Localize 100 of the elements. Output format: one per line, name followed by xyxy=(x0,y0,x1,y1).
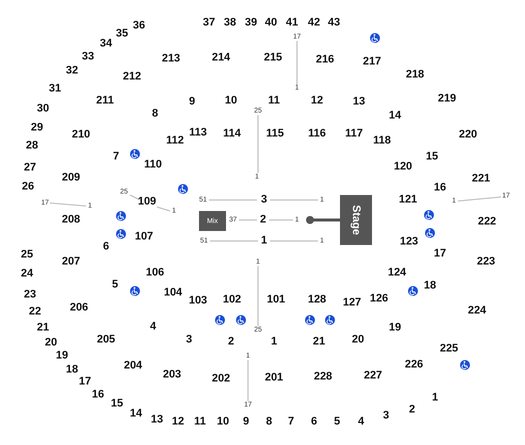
section-number: 35 xyxy=(116,28,128,40)
section-number: 43 xyxy=(328,18,340,28)
section-number: 9 xyxy=(188,96,196,108)
section-number: 19 xyxy=(388,322,402,334)
section-number: 113 xyxy=(189,128,207,138)
section-number: 20 xyxy=(44,338,58,348)
section-number: 39 xyxy=(244,18,258,28)
section-number: 14 xyxy=(130,408,142,420)
section-number: 5 xyxy=(112,280,118,290)
section-number: 17 xyxy=(78,376,92,388)
section-number: 30 xyxy=(36,104,50,114)
section-number: 12 xyxy=(172,416,184,428)
section-number: 124 xyxy=(388,268,406,278)
section-number: 211 xyxy=(96,96,114,106)
section-number: 31 xyxy=(48,84,62,94)
section-number: 11 xyxy=(268,96,280,106)
section-number: 29 xyxy=(30,122,44,134)
section-number: 220 xyxy=(458,130,478,140)
section-number: 228 xyxy=(314,372,332,382)
section-number: 22 xyxy=(28,306,42,318)
section-number: 102 xyxy=(222,294,242,306)
section-number: 6 xyxy=(310,416,318,428)
section-number: 226 xyxy=(404,360,424,370)
section-number: 107 xyxy=(134,232,154,242)
section-number: 123 xyxy=(400,236,418,248)
section-number: 3 xyxy=(260,194,268,206)
section-number: 215 xyxy=(264,52,282,64)
section-number: 18 xyxy=(66,364,78,376)
section-number: 118 xyxy=(373,136,391,146)
section-number: 128 xyxy=(308,294,326,306)
section-number: 1 xyxy=(270,336,278,348)
section-number: 2 xyxy=(408,404,416,416)
section-number: 27 xyxy=(24,162,36,174)
section-number: 10 xyxy=(224,96,238,106)
section-number: 38 xyxy=(224,18,236,28)
section-number: 219 xyxy=(438,94,456,104)
section-number: 101 xyxy=(266,294,286,306)
section-number: 3 xyxy=(186,334,192,346)
section-number: 42 xyxy=(308,18,320,28)
section-number: 121 xyxy=(398,194,418,206)
section-number: 6 xyxy=(102,242,110,252)
section-number: 224 xyxy=(468,306,486,316)
section-number: 212 xyxy=(122,72,142,82)
section-number: 19 xyxy=(56,350,68,362)
section-number: 24 xyxy=(20,268,34,280)
section-number: 209 xyxy=(62,172,80,184)
section-number: 127 xyxy=(342,298,362,308)
section-number: 218 xyxy=(406,70,424,80)
section-number: 36 xyxy=(132,20,146,32)
section-number: 8 xyxy=(152,108,158,120)
section-number: 26 xyxy=(22,182,34,192)
section-number: 20 xyxy=(352,334,364,346)
section-number: 7 xyxy=(288,416,294,428)
stage-box: Stage xyxy=(340,195,372,245)
section-number: 11 xyxy=(194,416,206,428)
section-number: 227 xyxy=(364,370,382,382)
section-number: 109 xyxy=(138,196,156,208)
section-number: 4 xyxy=(150,322,156,332)
section-number: 225 xyxy=(440,344,458,354)
section-number: 115 xyxy=(266,128,284,140)
section-number: 4 xyxy=(358,416,364,428)
section-number: 40 xyxy=(264,18,278,28)
section-number: 205 xyxy=(96,334,116,346)
section-number: 21 xyxy=(36,322,50,334)
section-number: 214 xyxy=(212,52,230,64)
section-number: 34 xyxy=(100,38,112,50)
section-number: 206 xyxy=(70,302,88,314)
section-number: 1 xyxy=(260,236,268,246)
section-number: 8 xyxy=(266,416,272,428)
section-number: 216 xyxy=(316,54,334,66)
section-number: 33 xyxy=(82,52,94,62)
section-number: 10 xyxy=(216,416,230,428)
section-number: 203 xyxy=(162,370,182,380)
section-number: 16 xyxy=(434,182,446,194)
section-number: 12 xyxy=(310,96,324,106)
section-number: 106 xyxy=(146,268,164,278)
section-number: 2 xyxy=(260,214,266,226)
section-number: 13 xyxy=(150,414,164,426)
section-number: 32 xyxy=(66,66,78,76)
section-number: 112 xyxy=(166,136,184,146)
section-number: 7 xyxy=(112,152,120,162)
section-number: 14 xyxy=(388,110,402,122)
section-number: 223 xyxy=(476,256,496,268)
section-number: 114 xyxy=(223,128,241,140)
section-number: 222 xyxy=(478,216,496,228)
section-number: 16 xyxy=(92,390,104,400)
section-number: 210 xyxy=(72,130,90,140)
section-number: 126 xyxy=(370,294,388,304)
section-number: 25 xyxy=(20,250,34,260)
section-number: 221 xyxy=(472,174,490,184)
section-number: 17 xyxy=(434,248,446,260)
section-number: 1 xyxy=(432,392,438,404)
section-number: 104 xyxy=(164,288,182,298)
section-number: 117 xyxy=(345,128,363,140)
section-number: 3 xyxy=(382,410,390,422)
section-number: 120 xyxy=(394,162,412,172)
section-number: 18 xyxy=(424,280,436,292)
section-number: 23 xyxy=(24,290,36,300)
section-number: 13 xyxy=(352,96,366,108)
section-number: 2 xyxy=(228,336,234,348)
